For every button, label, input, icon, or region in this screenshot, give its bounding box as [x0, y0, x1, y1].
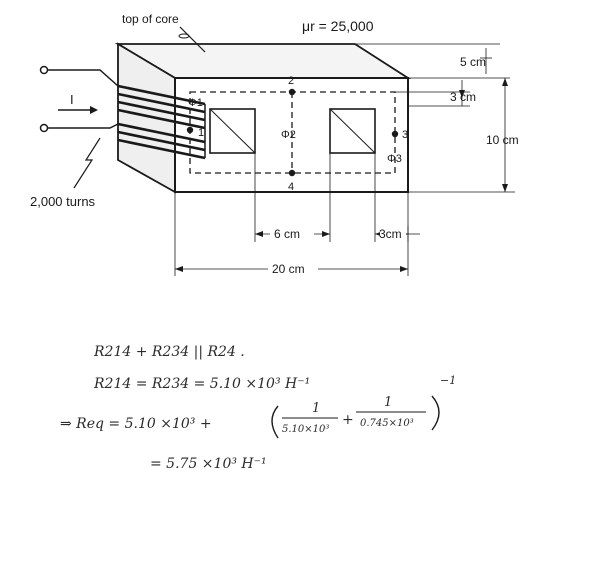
node-label-3: 3: [402, 129, 408, 141]
dim-label-6cm: 6 cm: [274, 227, 300, 241]
note-line-2: R214 = R234 = 5.10 ×10³ H⁻¹: [93, 376, 310, 392]
terminal-top: [39, 65, 49, 75]
node-label-1: 1: [198, 127, 204, 139]
dim-label-5cm: 5 cm: [460, 55, 486, 69]
dim-3cm-vertical: 3 cm: [395, 80, 476, 107]
lead-wires: [39, 65, 119, 133]
note-line-1: R214 + R234 || R24 .: [93, 344, 245, 360]
fraction-2-denominator: 0.745×10³: [360, 418, 414, 429]
window-right-edge: [329, 108, 376, 154]
paren-close: [431, 395, 440, 431]
coil-turn: [117, 84, 206, 106]
dim-6cm: 6 cm: [255, 226, 330, 241]
lead-wire-bottom: [48, 123, 119, 129]
dim-3cm-horizontal: 3cm: [375, 226, 420, 242]
turns-leader: [73, 137, 101, 189]
top-of-core-leader: [179, 26, 206, 53]
coil-turn: [117, 100, 206, 122]
node-point-2: [288, 88, 296, 96]
coil-turn: [117, 122, 206, 144]
flux-label-phi3: Φ3: [387, 153, 402, 165]
window-left-edge: [209, 108, 256, 154]
dim-5cm: 5 cm: [355, 43, 510, 79]
fraction-2-numerator: 1: [384, 395, 392, 410]
node-label-2: 2: [288, 75, 294, 87]
coil-turn: [117, 130, 206, 152]
node-label-4: 4: [288, 181, 294, 193]
dim-label-10cm: 10 cm: [486, 133, 519, 147]
fraction-1-denominator: 5.10×10³: [282, 424, 329, 435]
permeability-label: μr = 25,000: [302, 18, 374, 34]
turns-label: 2,000 turns: [30, 194, 96, 209]
top-of-core-label: top of core: [122, 12, 179, 26]
handwritten-notes: R214 + R234 || R24 . R214 = R234 = 5.10 …: [60, 344, 456, 472]
fraction-1-numerator: 1: [312, 401, 320, 416]
dim-20cm: 20 cm: [175, 261, 408, 276]
plus-sign: +: [342, 412, 354, 428]
coil-turn: [117, 92, 206, 114]
coil-turn: [117, 138, 206, 160]
current-label: I: [70, 92, 74, 107]
top-of-core-mark: [178, 33, 190, 39]
paren-open: [271, 405, 279, 439]
coil-winding: [117, 84, 206, 160]
note-line-4: = 5.75 ×10³ H⁻¹: [150, 456, 267, 472]
note-line-3-prefix: ⇒ Req = 5.10 ×10³ +: [60, 416, 212, 432]
current-arrowhead: [90, 106, 98, 114]
exponent-minus-one: −1: [440, 374, 456, 387]
lead-wire-top: [48, 69, 119, 87]
terminal-bottom: [39, 123, 49, 133]
dim-10cm: 10 cm: [408, 78, 519, 193]
dim-label-3cm-right: 3cm: [379, 227, 402, 241]
dim-label-3cm: 3 cm: [450, 90, 476, 104]
node-point-3: [391, 130, 399, 138]
coil-turn: [117, 108, 206, 130]
flux-label-phi2: Φ2: [281, 129, 296, 141]
dim-label-20cm: 20 cm: [272, 262, 305, 276]
node-point-4: [288, 169, 296, 177]
node-point-1: [186, 126, 194, 134]
